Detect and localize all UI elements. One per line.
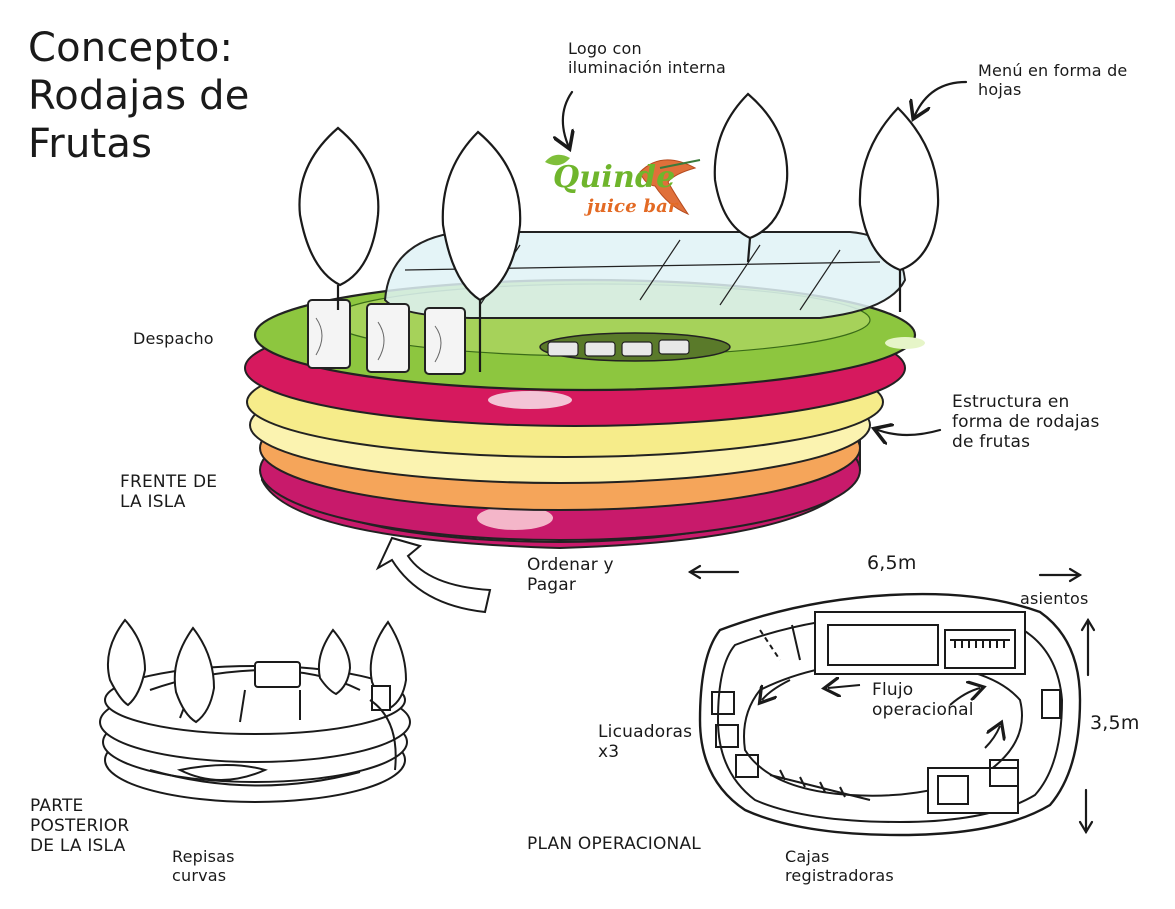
logo-sub: juice bar	[587, 196, 678, 217]
height-dimension-label: 3,5m	[1090, 712, 1140, 734]
parte-posterior-label: PARTE POSTERIOR DE LA ISLA	[30, 796, 129, 856]
width-dimension-label: 6,5m	[867, 552, 917, 574]
plan-operacional-label: PLAN OPERACIONAL	[527, 834, 701, 854]
licuadoras-label: Licuadoras x3	[598, 722, 692, 762]
juice-dispensers	[308, 300, 465, 374]
repisas-label: Repisas curvas	[172, 848, 235, 886]
arrow-menu	[915, 82, 966, 115]
asientos-label: asientos	[1020, 590, 1089, 609]
logo-label: Logo con iluminación interna	[568, 40, 726, 78]
page-title: Concepto: Rodajas de Frutas	[28, 24, 250, 168]
back-island-sketch	[100, 620, 410, 802]
menu-label: Menú en forma de hojas	[978, 62, 1127, 100]
arrow-estructura	[878, 430, 940, 435]
flujo-label: Flujo operacional	[872, 680, 974, 720]
arrow-ordenar	[378, 538, 490, 612]
ordenar-label: Ordenar y Pagar	[527, 555, 614, 595]
cajas-label: Cajas registradoras	[785, 848, 894, 886]
estructura-label: Estructura en forma de rodajas de frutas	[952, 392, 1100, 452]
logo-brand: Quinde	[553, 160, 675, 195]
despacho-label: Despacho	[133, 330, 214, 349]
arrow-logo	[563, 92, 572, 145]
frente-label: FRENTE DE LA ISLA	[120, 472, 217, 512]
